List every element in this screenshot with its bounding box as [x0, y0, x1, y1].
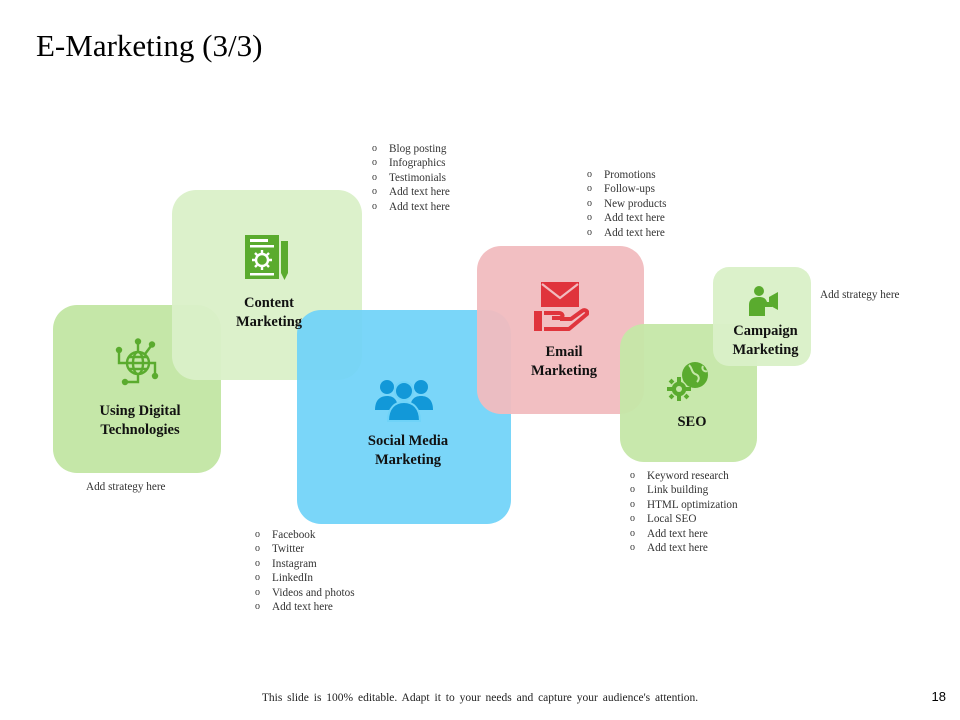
- list-item: Videos and photos: [255, 586, 355, 601]
- list-item: Add text here: [372, 185, 450, 200]
- list-item: LinkedIn: [255, 571, 355, 586]
- email-label: Email Marketing: [530, 344, 598, 379]
- digital-label: Using Digital Technologies: [99, 403, 181, 438]
- campaign-label: Campaign Marketing: [732, 323, 799, 358]
- email-list: Promotions Follow-ups New products Add t…: [587, 168, 666, 240]
- list-item: Blog posting: [372, 142, 450, 157]
- list-item: Keyword research: [630, 469, 738, 484]
- megaphone-person-icon: [749, 286, 778, 316]
- document-gear-icon: [245, 235, 288, 280]
- list-item: Infographics: [372, 156, 450, 171]
- list-item: Add text here: [630, 541, 738, 556]
- content-label: Content Marketing: [235, 295, 303, 330]
- list-item: Add text here: [630, 527, 738, 542]
- list-item: Follow-ups: [587, 182, 666, 197]
- list-item: Add text here: [372, 200, 450, 215]
- digital-strategy-note: Add strategy here: [86, 481, 166, 493]
- envelope-hand-icon: [534, 282, 589, 331]
- content-list: Blog posting Infographics Testimonials A…: [372, 142, 450, 214]
- list-item: Instagram: [255, 557, 355, 572]
- list-item: HTML optimization: [630, 498, 738, 513]
- list-item: Twitter: [255, 542, 355, 557]
- list-item: Facebook: [255, 528, 355, 543]
- social-label: Social Media Marketing: [367, 433, 449, 468]
- list-item: Add text here: [587, 211, 666, 226]
- page-title: E-Marketing (3/3): [36, 28, 263, 63]
- network-globe-icon: [115, 338, 159, 386]
- list-item: Link building: [630, 483, 738, 498]
- seo-list: Keyword research Link building HTML opti…: [630, 469, 738, 556]
- list-item: Local SEO: [630, 512, 738, 527]
- list-item: Add text here: [587, 226, 666, 241]
- seo-label: SEO: [677, 414, 707, 430]
- gears-globe-icon: [667, 362, 708, 401]
- campaign-box: [713, 267, 811, 366]
- page-number: 18: [931, 689, 946, 704]
- list-item: Add text here: [255, 600, 355, 615]
- list-item: Promotions: [587, 168, 666, 183]
- list-item: Testimonials: [372, 171, 450, 186]
- campaign-strategy-note: Add strategy here: [820, 289, 900, 301]
- people-group-icon: [375, 380, 433, 422]
- social-list: Facebook Twitter Instagram LinkedIn Vide…: [255, 528, 355, 615]
- footer-note: This slide is 100% editable. Adapt it to…: [261, 692, 699, 704]
- list-item: New products: [587, 197, 666, 212]
